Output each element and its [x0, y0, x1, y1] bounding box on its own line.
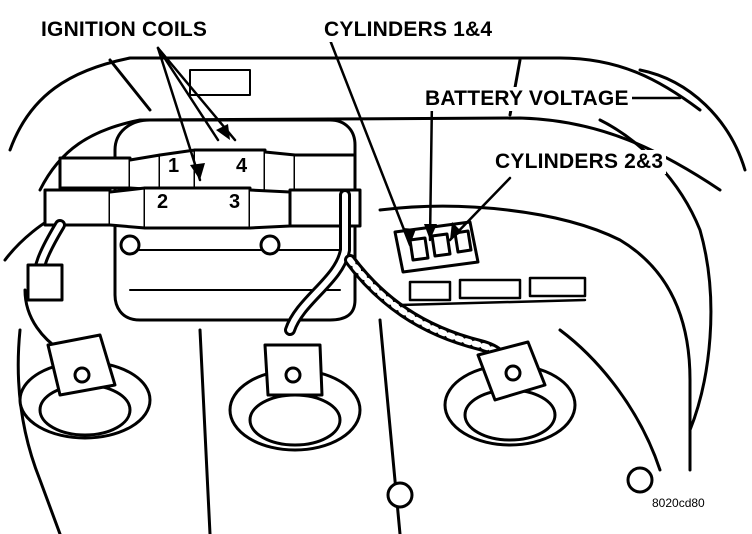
- battery-voltage-label: BATTERY VOLTAGE: [422, 87, 632, 111]
- bolt-icon: [386, 481, 414, 509]
- coil-terminal-number: 1: [168, 155, 179, 177]
- cylinders-1-4-label: CYLINDERS 1&4: [321, 18, 496, 42]
- left-ignition-wire: [23, 219, 66, 352]
- coil-terminal-number: 2: [157, 191, 168, 213]
- coil-pack: [43, 118, 362, 322]
- spark-plug-well-3: [443, 340, 577, 447]
- spark-plug-well-1: [18, 333, 152, 440]
- spark-plug-well-2: [228, 343, 362, 452]
- figure-code: 8020cd80: [650, 496, 707, 510]
- leader-lines: [156, 38, 682, 247]
- coil-terminal-number: 3: [229, 191, 240, 213]
- leader-arrowheads: [190, 124, 462, 245]
- bolt-icon: [626, 466, 654, 494]
- ignition-coils-label: IGNITION COILS: [38, 18, 211, 42]
- coil-terminal-number: 4: [236, 155, 248, 177]
- cylinders-2-3-label: CYLINDERS 2&3: [492, 150, 667, 174]
- engine-badge: [398, 276, 587, 307]
